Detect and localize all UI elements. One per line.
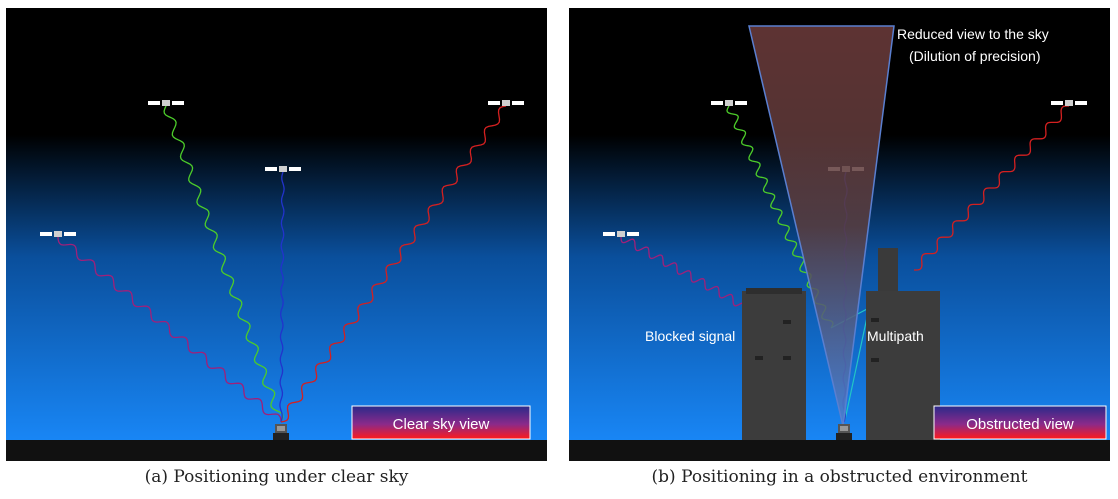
signal-path-blocked xyxy=(620,236,748,309)
satellite-icon xyxy=(711,100,747,106)
clear-sky-badge-label: Clear sky view xyxy=(393,416,490,433)
signal-path-blue xyxy=(279,171,285,423)
blocked-signal-label: Blocked signal xyxy=(645,328,735,344)
signal-path-purple xyxy=(57,236,282,423)
obstructed-scene: Reduced view to the sky (Dilution of pre… xyxy=(569,8,1110,461)
clear-sky-scene: Clear sky view xyxy=(6,8,547,461)
caption-clear-sky: (a) Positioning under clear sky xyxy=(144,467,409,487)
sky-background xyxy=(6,8,547,461)
obstructed-badge-label: Obstructed view xyxy=(966,416,1074,433)
panel-clear-sky: Clear sky view xyxy=(6,8,547,461)
right-building xyxy=(866,248,940,441)
obstructed-badge: Obstructed view xyxy=(933,405,1107,440)
signal-path-red xyxy=(914,105,1069,271)
dilution-of-precision-label: (Dilution of precision) xyxy=(909,48,1041,64)
sky-view-cone xyxy=(748,25,895,427)
satellite-icon xyxy=(265,166,301,172)
satellite-icon xyxy=(603,231,639,237)
reduced-view-label: Reduced view to the sky xyxy=(897,26,1049,42)
panel-obstructed: Reduced view to the sky (Dilution of pre… xyxy=(569,8,1110,461)
satellite-icon xyxy=(40,231,76,237)
left-building xyxy=(742,288,806,441)
multipath-label: Multipath xyxy=(867,328,924,344)
caption-obstructed: (b) Positioning in a obstructed environm… xyxy=(651,467,1028,487)
receiver-icon xyxy=(273,424,289,440)
clear-sky-badge: Clear sky view xyxy=(351,405,531,440)
satellite-icon xyxy=(148,100,184,106)
satellite-icon xyxy=(1051,100,1087,106)
signal-path-red xyxy=(280,105,507,423)
signal-path-green xyxy=(163,105,284,423)
satellite-icon xyxy=(488,100,524,106)
satellites xyxy=(40,100,524,237)
signal-paths xyxy=(57,105,507,423)
receiver-icon xyxy=(836,424,852,440)
ground xyxy=(569,440,1110,461)
ground xyxy=(6,440,547,461)
